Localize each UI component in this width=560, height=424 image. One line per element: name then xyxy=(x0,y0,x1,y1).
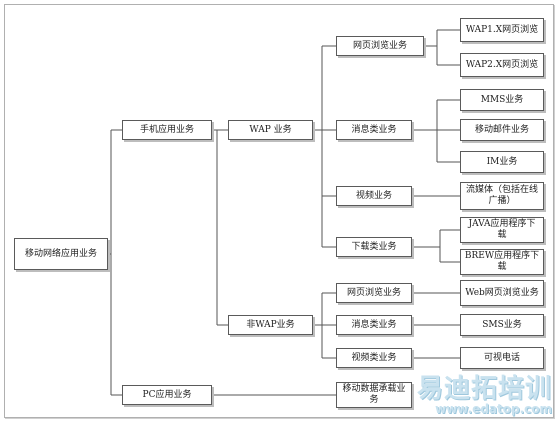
node-wap-browse: 网页浏览业务 xyxy=(336,36,424,56)
node-web-browse: Web网页浏览业务 xyxy=(460,280,544,306)
node-nw-message: 消息类业务 xyxy=(336,315,412,335)
node-wap-video: 视频业务 xyxy=(336,186,412,206)
node-root: 移动网络应用业务 xyxy=(14,238,108,270)
connector-wap-browse xyxy=(424,29,460,66)
node-wap-message: 消息类业务 xyxy=(336,120,412,140)
watermark-brand: 易迪拓培训 xyxy=(416,374,552,404)
node-streaming: 流媒体（包括在线广播） xyxy=(460,182,544,210)
node-mms: MMS业务 xyxy=(460,89,544,111)
node-brew: BREW应用程序下载 xyxy=(460,249,544,275)
node-mobile-email: 移动邮件业务 xyxy=(460,119,544,141)
node-wap: WAP 业务 xyxy=(228,120,313,140)
connector-wap xyxy=(313,45,336,248)
watermark-url: www.edatop.com xyxy=(435,402,552,416)
node-im: IM业务 xyxy=(460,151,544,173)
diagram-frame xyxy=(4,4,554,418)
node-wap-download: 下载类业务 xyxy=(336,237,412,257)
node-video-call: 可视电话 xyxy=(460,347,544,369)
connector-mobile-apps xyxy=(212,129,228,326)
node-sms: SMS业务 xyxy=(460,314,544,336)
connector-wap-message xyxy=(412,99,460,163)
node-mobile-apps: 手机应用业务 xyxy=(122,120,212,140)
node-non-wap: 非WAP业务 xyxy=(228,315,313,335)
node-wap2x: WAP2.X网页浏览 xyxy=(460,53,544,77)
connector-non-wap xyxy=(313,292,336,359)
node-mobile-data: 移动数据承载业务 xyxy=(336,382,412,408)
node-nw-video: 视频类业务 xyxy=(336,348,412,368)
node-wap1x: WAP1.X网页浏览 xyxy=(460,18,544,42)
node-nw-browse: 网页浏览业务 xyxy=(336,283,412,303)
node-java: JAVA应用程序下载 xyxy=(460,217,544,243)
connector-wap-download xyxy=(412,229,460,263)
node-pc-apps: PC应用业务 xyxy=(122,385,212,405)
connector-root xyxy=(108,129,122,396)
watermark: 易迪拓培训 www.edatop.com xyxy=(417,375,552,416)
